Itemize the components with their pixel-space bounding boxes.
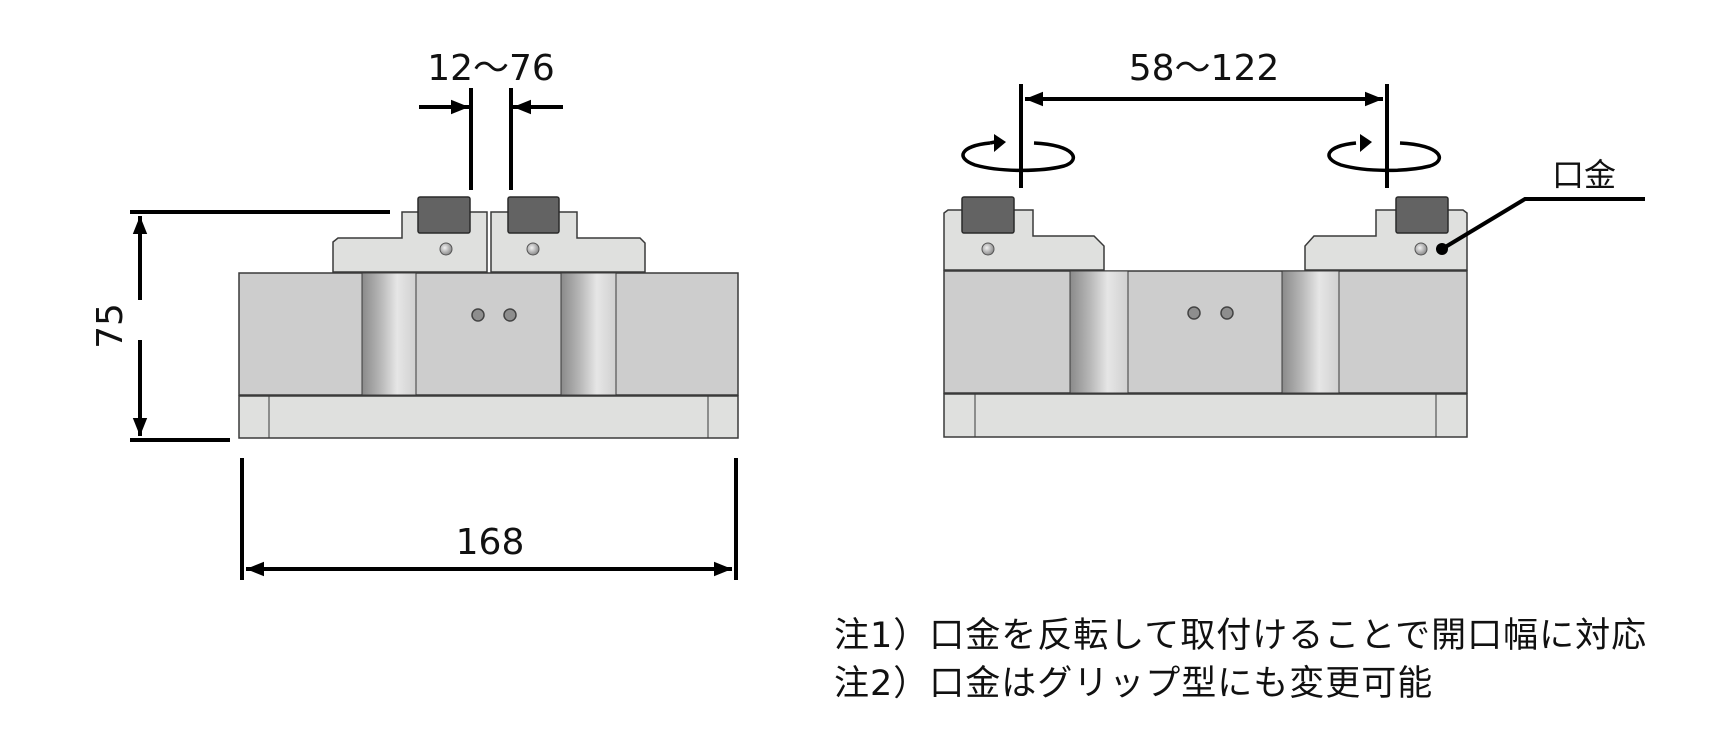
jaw-insert [1395,196,1449,234]
guide-cylinder [1069,270,1129,394]
vise-body [238,272,739,396]
rotate-icon [961,134,1076,173]
dimension-jaw-gap: 12〜76 [419,48,563,190]
jaw-insert [961,196,1015,234]
height-dimension-text: 75 [90,303,131,349]
jaw-insert [417,196,471,234]
vise-base [943,393,1468,438]
callout-label: 口金 [1552,156,1616,194]
jaw-span-dimension-text: 58〜122 [1129,48,1280,89]
vise-body [943,270,1468,394]
socket-screw-icon [503,308,517,322]
screw-hole-icon [1414,242,1428,256]
jaw-insert [507,196,560,234]
callout-jaw: 口金 [1440,156,1645,251]
right-view: 58〜122 口金 [943,48,1645,438]
jaw-gap-dimension-text: 12〜76 [427,48,555,89]
socket-screw-icon [1187,306,1201,320]
dimension-width: 168 [240,458,738,580]
socket-screw-icon [471,308,485,322]
screw-hole-icon [526,242,540,256]
right-jaw-plate-left [943,196,1105,271]
left-jaw-plate-1 [332,196,488,273]
dimension-height: 75 [90,210,390,442]
screw-hole-icon [981,242,995,256]
guide-cylinder [1281,270,1340,394]
vise-base [238,395,739,439]
note-2: 注2）口金はグリップ型にも変更可能 [834,664,1434,704]
right-jaw-plate-right [1304,196,1468,271]
guide-cylinder [560,272,617,396]
rotate-icon [1327,134,1442,173]
left-view: 12〜76 75 168 [90,48,739,580]
guide-cylinder [361,272,417,396]
dimension-jaw-span: 58〜122 [1019,48,1389,188]
socket-screw-icon [1220,306,1234,320]
screw-hole-icon [439,242,453,256]
left-jaw-plate-2 [490,196,646,273]
notes: 注1）口金を反転して取付けることで開口幅に対応 注2）口金はグリップ型にも変更可… [834,612,1647,708]
width-dimension-text: 168 [456,522,525,563]
note-1: 注1）口金を反転して取付けることで開口幅に対応 [834,616,1648,656]
